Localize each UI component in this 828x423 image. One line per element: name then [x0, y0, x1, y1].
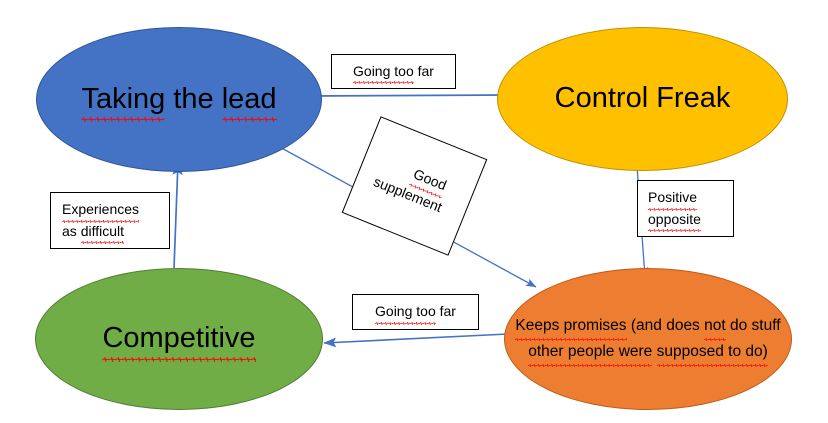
node-text-fragment: (and does: [626, 317, 705, 335]
spellcheck-underline: Experiences: [62, 199, 140, 223]
node-text-fragment: do stuff: [730, 317, 781, 335]
spellcheck-underline: difficult: [80, 221, 125, 244]
spellcheck-underline: Taking: [81, 81, 165, 123]
node-taking-the-lead[interactable]: Taking the lead: [36, 27, 322, 172]
node-keeps-promises[interactable]: Keeps promises (and does not do stuff ot…: [504, 268, 792, 410]
spellcheck-underline: Going too: [375, 301, 436, 325]
edge-label-text: Going too far: [353, 61, 434, 85]
node-control-freak[interactable]: Control Freak: [497, 27, 788, 171]
node-taking-the-lead-label: Taking the lead: [75, 81, 282, 123]
node-text-line: supposed to do): [656, 343, 768, 367]
arrow-keeps-to-competitive: [323, 333, 509, 348]
node-keeps-promises-label: Keeps promises (and does not do stuff ot…: [505, 313, 791, 367]
spellcheck-underline: Positive: [648, 187, 698, 211]
spellcheck-underline: opposite: [648, 209, 701, 232]
node-control-freak-label: Control Freak: [554, 82, 731, 115]
node-competitive[interactable]: Competitive: [35, 268, 323, 410]
spellcheck-underline: lead: [221, 81, 277, 123]
edge-label-positive-opposite[interactable]: Positive opposite: [637, 180, 734, 237]
edge-label-text: Positive: [648, 187, 698, 211]
node-text-line: do stuff other people were: [528, 317, 781, 367]
node-text-fragment: the: [165, 82, 222, 115]
spellcheck-underline: other people were: [528, 339, 653, 367]
node-text-line: Keeps promises (and does not: [515, 317, 726, 341]
edge-label-text: as difficult: [62, 221, 125, 244]
spellcheck-underline: supposed to do): [656, 339, 768, 367]
spellcheck-underline: not: [704, 313, 726, 341]
edge-label-text: opposite: [648, 209, 701, 232]
edge-label-going-too-far-top[interactable]: Going too far: [331, 54, 456, 89]
spellcheck-underline: Competitive: [102, 320, 256, 362]
edge-label-fragment: far: [413, 62, 434, 79]
spellcheck-underline: Going too: [353, 61, 414, 85]
edge-label-experiences-as-difficult[interactable]: Experiences as difficult: [50, 192, 170, 249]
edge-label-going-too-far-bottom[interactable]: Going too far: [352, 294, 479, 330]
edge-label-text: Going too far: [375, 301, 456, 325]
edge-label-text: Experiences: [62, 199, 140, 223]
spellcheck-underline: Keeps promises: [515, 313, 627, 341]
node-competitive-label: Competitive: [96, 320, 261, 362]
arrow-taking-to-control: [310, 89, 514, 101]
edge-label-fragment: far: [435, 303, 456, 320]
edge-label-fragment: as: [62, 222, 81, 239]
arrow-competitive-to-taking: [172, 161, 183, 269]
